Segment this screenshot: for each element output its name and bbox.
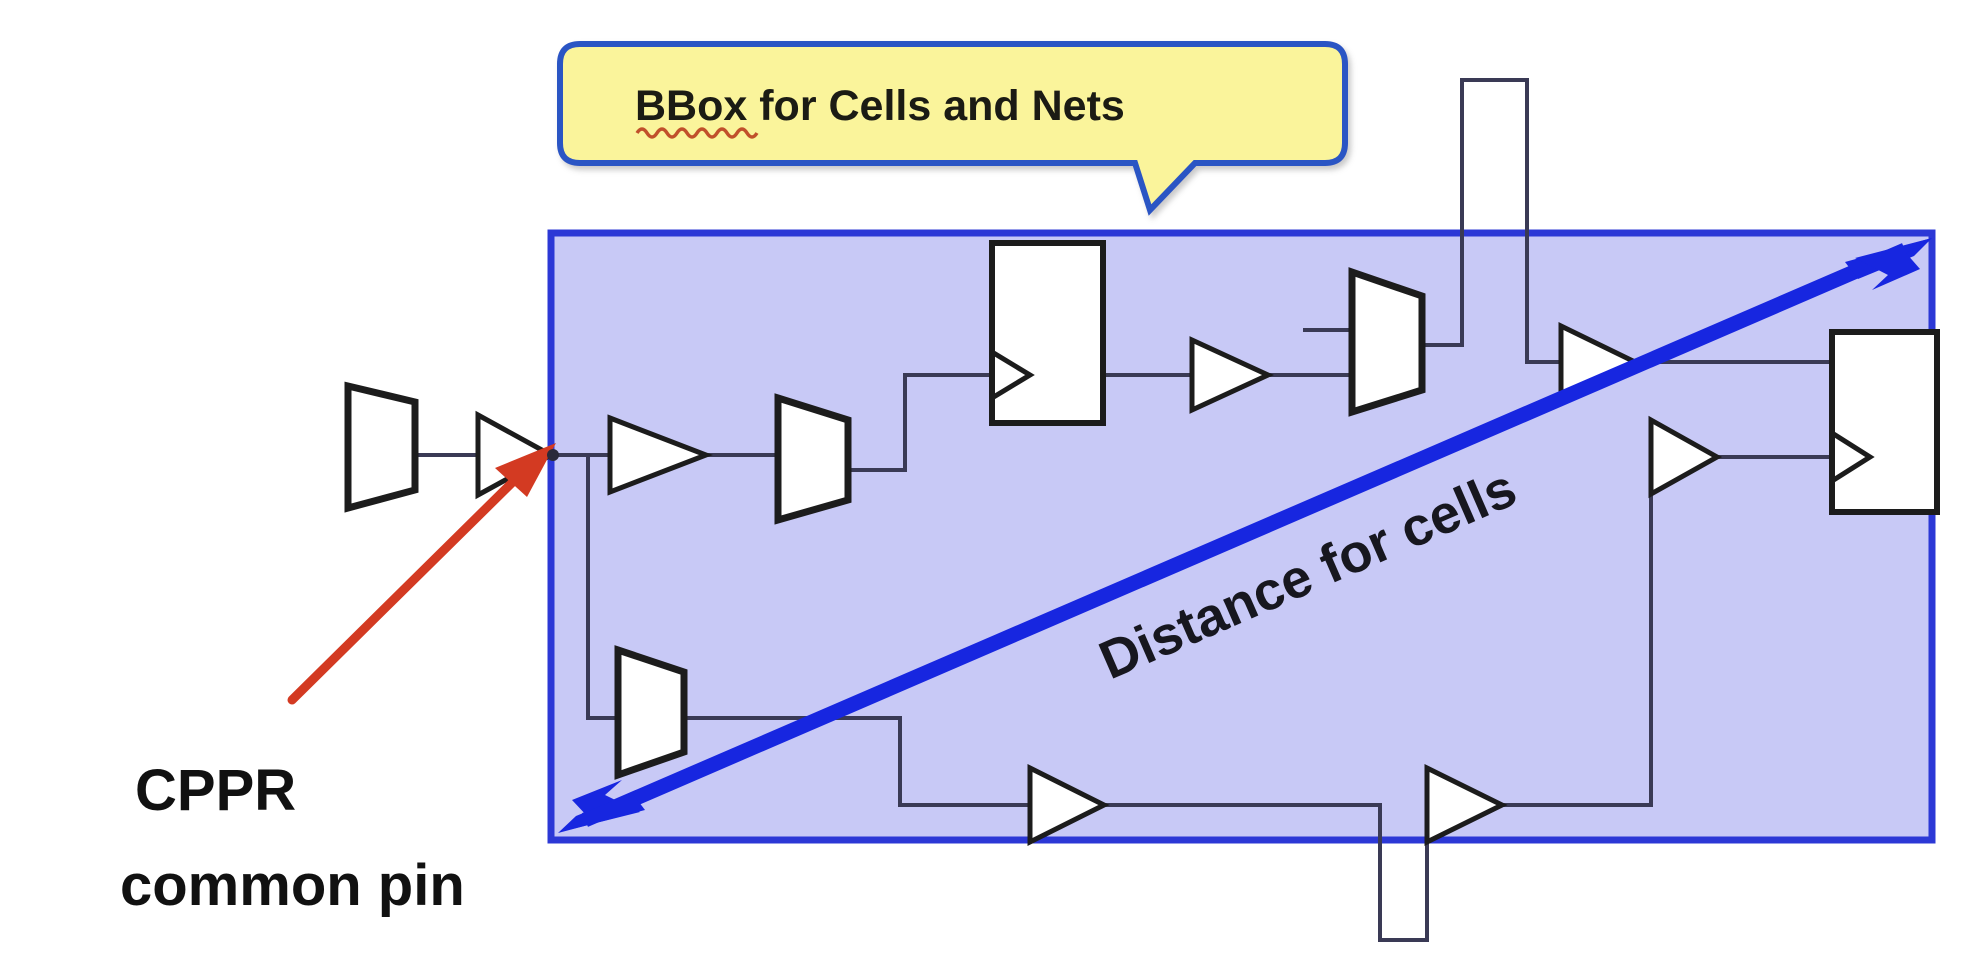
callout-balloon-shape — [557, 41, 1348, 216]
buffer-in-4[interactable] — [1648, 415, 1723, 499]
cppr-label-line2: common pin — [120, 853, 465, 918]
cppr-arrow-shaft — [287, 455, 540, 705]
cppr-arrow — [287, 443, 556, 705]
distance-arrow — [558, 238, 1932, 833]
flipflop-right-clock-icon — [1830, 430, 1875, 484]
mux-upper-right[interactable] — [1348, 267, 1426, 417]
circuit-cells — [344, 240, 1940, 847]
buffer-bottom-mid[interactable] — [1027, 763, 1110, 847]
callout-label: BBox for Cells and Nets — [635, 82, 1125, 130]
buffer-in-1[interactable] — [607, 414, 713, 496]
distance-arrow-head-right — [1855, 238, 1932, 290]
flipflop-upper-mid-clock-icon — [990, 349, 1035, 401]
wire-muxlower-to-bufbm — [684, 716, 1030, 807]
wire-mux1-to-ff1 — [848, 373, 992, 472]
wire-bottomright-riser — [1578, 457, 1653, 807]
flipflop-upper-mid[interactable] — [989, 240, 1106, 426]
wire-mux2-top-loop-net — [1422, 78, 1529, 347]
bbox-callout[interactable] — [557, 41, 1348, 216]
mux-lower-left[interactable] — [614, 645, 688, 780]
distance-arrow-head-left — [560, 780, 640, 832]
distance-arrow-shaft — [582, 243, 1908, 827]
buffer-bottom-right[interactable] — [1424, 763, 1508, 847]
wire-topnet-to-buf3 — [1525, 345, 1561, 364]
cppr-arrow-head — [495, 443, 556, 497]
cppr-label-line1: CPPR — [135, 758, 296, 823]
mux-upper-left[interactable] — [774, 393, 852, 525]
mux-outside-left[interactable] — [344, 381, 419, 513]
wire-bottom-loop-net — [1104, 803, 1429, 942]
distance-arrow-head-left-fill — [558, 793, 645, 833]
spellcheck-squiggle-icon — [635, 127, 759, 139]
circuit-wires — [415, 78, 1832, 942]
buffer-in-2[interactable] — [1189, 336, 1274, 414]
common-pin-node[interactable] — [547, 449, 559, 461]
flipflop-right[interactable] — [1829, 329, 1940, 515]
